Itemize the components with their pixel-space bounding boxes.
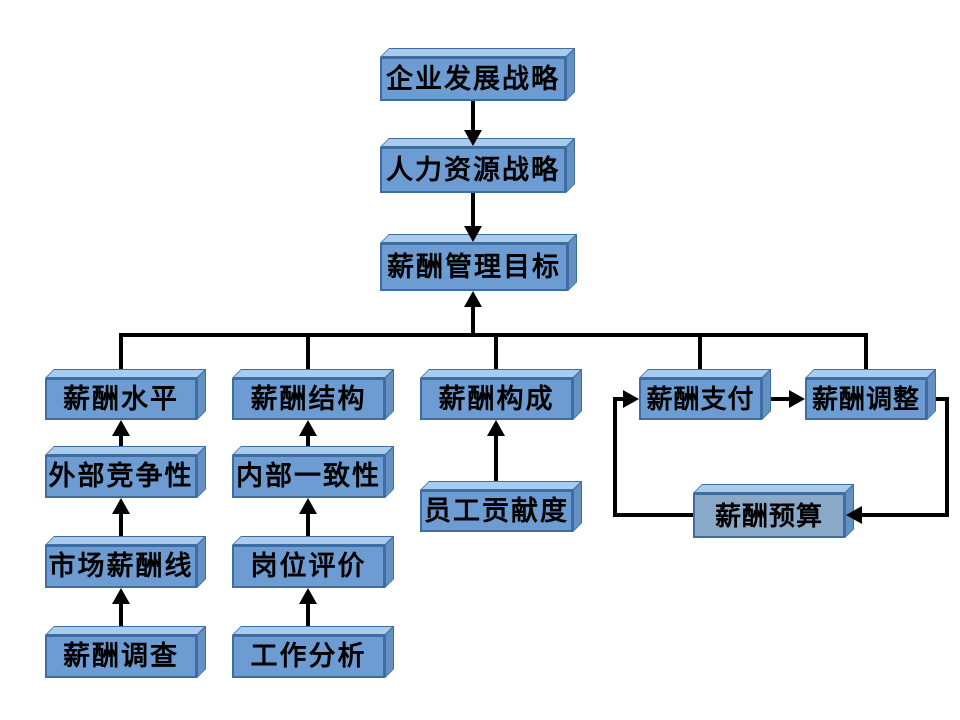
- edge-branches-to-goal-arrowhead: [464, 291, 482, 307]
- edge-market-to-external-arrowhead: [112, 498, 130, 514]
- bus-stub-pay-payment: [698, 333, 702, 380]
- node-external-competitiveness-label: 外部竞争性: [48, 461, 194, 491]
- edge-internal-to-structure-line: [306, 434, 310, 455]
- node-job-evaluation: 岗位评价: [232, 545, 385, 588]
- node-pay-level: 薪酬水平: [45, 378, 197, 420]
- node-pay-goal: 薪酬管理目标: [380, 243, 568, 291]
- edge-external-to-level-line: [119, 434, 123, 455]
- node-pay-adjustment-label: 薪酬调整: [811, 384, 920, 414]
- node-pay-composition-label: 薪酬构成: [438, 383, 555, 414]
- node-pay-level-label: 薪酬水平: [63, 383, 179, 414]
- edge-adjustment-to-budget-top-segment: [925, 397, 949, 401]
- edge-survey-to-market-line: [119, 602, 123, 635]
- node-employee-contribution-label: 员工贡献度: [424, 495, 569, 526]
- bus-stub-pay-composition: [494, 333, 498, 380]
- node-pay-budget: 薪酬预算: [693, 493, 845, 538]
- edge-analysis-to-evaluation-arrowhead: [299, 588, 317, 604]
- node-pay-structure: 薪酬结构: [232, 378, 385, 420]
- edge-evaluation-to-internal-line: [306, 512, 310, 545]
- node-employee-contribution: 员工贡献度: [420, 490, 573, 532]
- edge-contribution-to-composition-arrowhead: [487, 420, 505, 436]
- node-pay-survey: 薪酬调查: [45, 635, 197, 678]
- edge-enterprise-to-hr-arrowhead: [464, 130, 482, 146]
- node-pay-budget-label: 薪酬预算: [714, 500, 823, 531]
- edge-market-to-external-line: [119, 512, 123, 545]
- node-pay-payment: 薪酬支付: [639, 378, 762, 420]
- node-job-analysis-label: 工作分析: [250, 641, 367, 671]
- edge-budget-to-payment-bottom-segment: [613, 513, 693, 517]
- node-pay-composition: 薪酬构成: [420, 378, 573, 420]
- node-pay-survey-label: 薪酬调查: [63, 641, 179, 671]
- edge-survey-to-market-arrowhead: [112, 588, 130, 604]
- edge-payment-to-adjustment-arrowhead: [789, 390, 805, 408]
- node-job-evaluation-label: 岗位评价: [250, 551, 367, 581]
- node-enterprise-strategy: 企业发展战略: [380, 57, 566, 101]
- node-job-analysis: 工作分析: [232, 635, 385, 678]
- edge-budget-to-payment-top-segment: [613, 397, 625, 401]
- node-market-pay-line-label: 市场薪酬线: [48, 551, 194, 581]
- edge-budget-to-payment-vertical-segment: [613, 397, 617, 517]
- node-hr-strategy-label: 人力资源战略: [386, 154, 560, 185]
- edge-internal-to-structure-arrowhead: [299, 420, 317, 436]
- bus-stub-pay-adjustment: [864, 333, 868, 380]
- edge-budget-to-payment-arrowhead: [623, 390, 639, 408]
- bus-stub-pay-level: [119, 333, 123, 380]
- branch-bus-line: [119, 333, 868, 337]
- node-external-competitiveness: 外部竞争性: [45, 455, 197, 498]
- edge-adjustment-to-budget-bottom-segment: [862, 513, 949, 517]
- edge-branches-to-goal-line: [471, 305, 475, 335]
- edge-payment-to-adjustment-line: [764, 397, 790, 401]
- edge-hr-to-goal-arrowhead: [464, 226, 482, 242]
- edge-enterprise-to-hr-line: [471, 101, 475, 131]
- edge-adjustment-to-budget-arrowhead: [846, 506, 862, 524]
- node-pay-adjustment: 薪酬调整: [805, 378, 927, 420]
- node-pay-goal-label: 薪酬管理目标: [387, 251, 561, 282]
- node-enterprise-strategy-label: 企业发展战略: [386, 63, 560, 94]
- edge-contribution-to-composition-line: [494, 434, 498, 490]
- edge-external-to-level-arrowhead: [112, 420, 130, 436]
- node-internal-consistency: 内部一致性: [232, 455, 385, 498]
- edge-adjustment-to-budget-vertical-segment: [945, 397, 949, 517]
- node-pay-structure-label: 薪酬结构: [250, 383, 367, 414]
- node-hr-strategy: 人力资源战略: [380, 147, 566, 193]
- edge-evaluation-to-internal-arrowhead: [299, 498, 317, 514]
- bus-stub-pay-structure: [306, 333, 310, 380]
- node-internal-consistency-label: 内部一致性: [236, 461, 381, 491]
- edge-hr-to-goal-line: [471, 193, 475, 227]
- node-market-pay-line: 市场薪酬线: [45, 545, 197, 588]
- node-pay-payment-label: 薪酬支付: [646, 384, 755, 414]
- edge-analysis-to-evaluation-line: [306, 602, 310, 635]
